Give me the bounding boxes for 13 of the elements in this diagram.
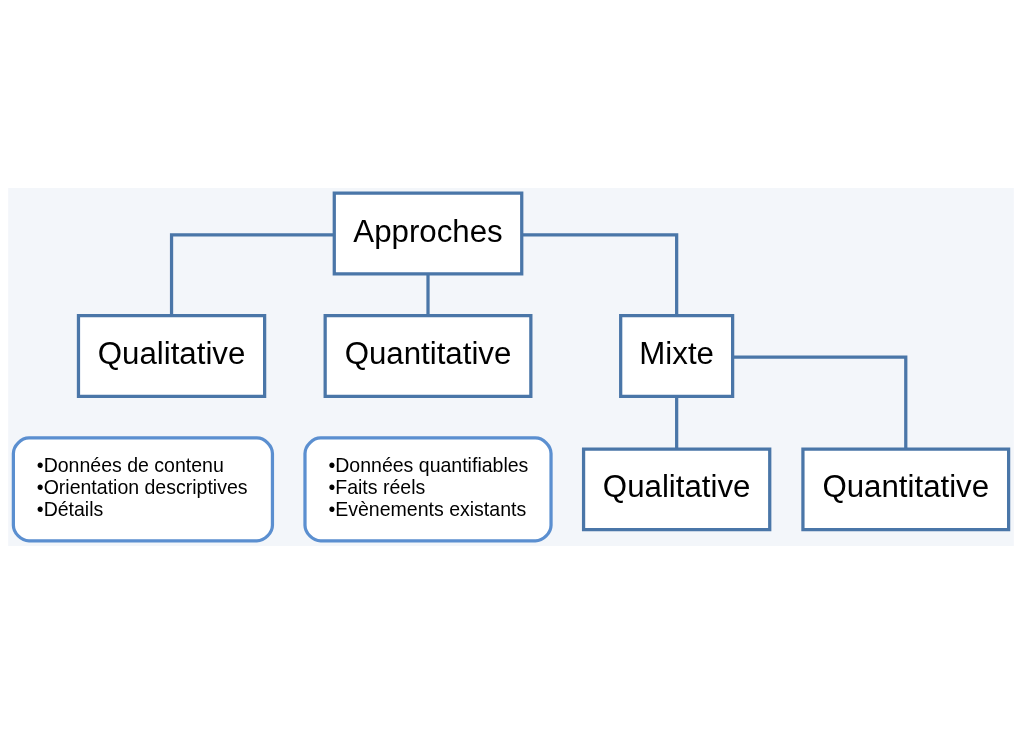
connector bbox=[426, 273, 430, 316]
connector bbox=[675, 395, 679, 449]
connector bbox=[522, 232, 679, 315]
node-box: Approches bbox=[332, 191, 524, 276]
node-box: •Données quantifiables •Faits réels •Evènements existants bbox=[303, 435, 553, 542]
node-box: Qualitative bbox=[76, 313, 267, 398]
connector bbox=[169, 232, 334, 315]
node-box: •Données de contenu •Orientation descriptives •Détails bbox=[11, 435, 275, 542]
node-box: Quantitative bbox=[801, 446, 1011, 531]
connector bbox=[732, 355, 908, 449]
node-box: Mixte bbox=[619, 313, 735, 398]
node-box: Qualitative bbox=[581, 446, 772, 531]
node-box: Quantitative bbox=[323, 313, 533, 398]
